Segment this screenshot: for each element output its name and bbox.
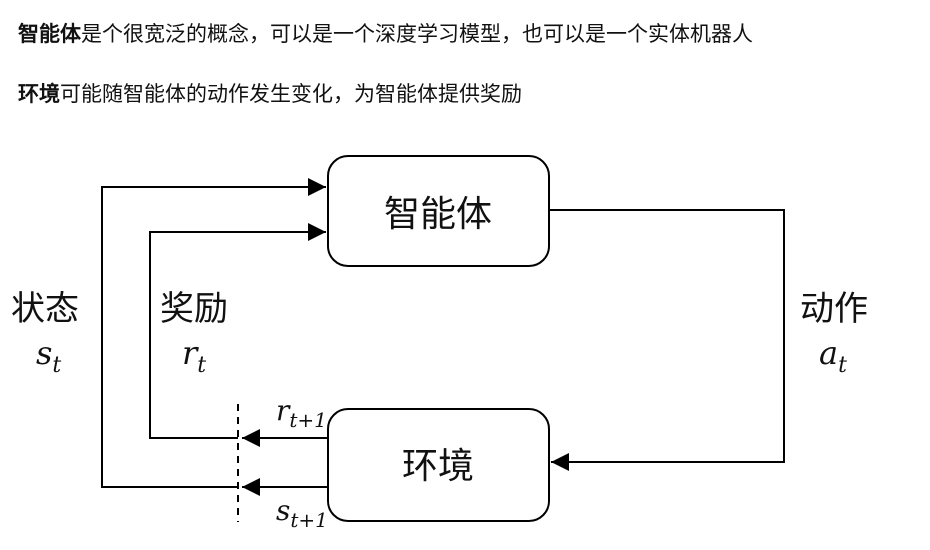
state-label: 状态 — [11, 289, 79, 329]
next-reward-symbol: rt+1 — [276, 394, 327, 432]
environment-term: 环境 — [18, 82, 60, 106]
agent-description: 是个很宽泛的概念，可以是一个深度学习模型，也可以是一个实体机器人 — [81, 22, 753, 46]
action-arrow — [549, 209, 785, 471]
agent-box-label: 智能体 — [384, 194, 492, 235]
state-arrow — [101, 178, 326, 488]
intro-line-agent: 智能体是个很宽泛的概念，可以是一个深度学习模型，也可以是一个实体机器人 — [18, 18, 753, 48]
next-state-symbol: st+1 — [276, 494, 328, 532]
environment-box — [327, 408, 550, 522]
environment-description: 可能随智能体的动作发生变化，为智能体提供奖励 — [60, 82, 522, 106]
environment-box-label: 环境 — [402, 446, 474, 487]
action-label: 动作 — [800, 289, 868, 329]
reward-label: 奖励 — [160, 289, 228, 329]
state-symbol: st — [36, 334, 61, 378]
reward-symbol: rt — [182, 334, 206, 378]
action-symbol: at — [819, 334, 847, 378]
reward-arrow — [149, 223, 326, 439]
intro-line-environment: 环境可能随智能体的动作发生变化，为智能体提供奖励 — [18, 78, 522, 108]
agent-term: 智能体 — [18, 22, 81, 46]
